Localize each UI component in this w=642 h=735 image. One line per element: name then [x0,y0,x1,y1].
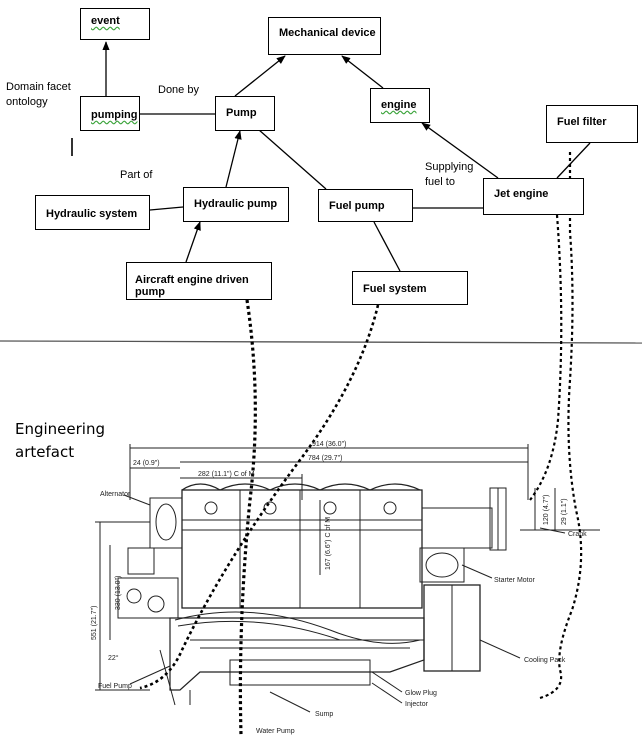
relation-done-by: Done by [158,83,199,98]
ontology-heading-line1: Domain facet [6,80,71,95]
label-crank: Crank [568,531,587,538]
dim-330: 330 (13.0") [115,576,122,610]
edge-fuelpump-pump [250,122,326,189]
relation-supplying-line2: fuel to [425,175,473,190]
dim-29: 29 (1.1") [561,498,568,525]
node-jet-engine: Jet engine [483,178,584,215]
node-mechanical-device: Mechanical device [268,17,381,55]
node-event-label: event [91,15,120,27]
node-hydraulic-pump: Hydraulic pump [183,187,289,222]
relation-supplying: Supplying fuel to [425,160,473,190]
section-separator [0,341,642,343]
node-pumping-label: pumping [91,109,137,121]
edge-hydsystem-hydpump [150,207,183,210]
node-aircraft-engine-driven-pump: Aircraft engine driven pump [126,262,272,300]
edge-jetengine-fuelfilter [557,143,590,178]
link-jet-engine-to-artefact [530,215,561,500]
link-aircraft-pump-to-artefact [240,300,255,735]
node-fuel-system-label: Fuel system [363,283,427,295]
link-fuel-system-to-artefact [140,305,378,688]
artefact-heading-line1: Engineering [15,418,105,441]
edge-hydpump-pump [226,131,240,187]
dim-167: 167 (6.6") C of M [325,517,332,570]
dim-120: 120 (4.7") [543,494,550,525]
node-hydraulic-pump-label: Hydraulic pump [194,198,277,210]
relation-supplying-line1: Supplying [425,160,473,175]
label-starter-motor: Starter Motor [494,577,536,584]
label-water-pump: Water Pump [256,728,295,735]
artefact-heading: Engineering artefact [15,418,105,464]
node-event: event [80,8,150,40]
node-jet-engine-label: Jet engine [494,188,548,200]
node-mechanical-device-label: Mechanical device [279,27,376,39]
edge-engine-mechanical [342,56,383,88]
node-pump: Pump [215,96,275,131]
edge-pump-mechanical [235,56,285,96]
node-hydraulic-system: Hydraulic system [35,195,150,230]
node-pump-label: Pump [226,107,257,119]
label-fuel-pump: Fuel Pump [98,683,132,690]
node-fuel-filter: Fuel filter [546,105,638,143]
dim-784: 784 (29.7") [308,455,342,462]
label-injector: Injector [405,701,429,708]
artefact-heading-line2: artefact [15,441,105,464]
node-engine: engine [370,88,430,123]
label-angle: 22° [108,654,119,662]
node-hydraulic-system-label: Hydraulic system [46,208,137,220]
dim-551: 551 (21.7") [91,606,98,640]
node-fuel-filter-label: Fuel filter [557,116,607,128]
ontology-heading-line2: ontology [6,95,71,110]
label-cooling-pack: Cooling Pack [524,657,566,664]
node-fuel-system: Fuel system [352,271,468,305]
node-fuel-pump-label: Fuel pump [329,200,385,212]
node-pumping: pumping [80,96,140,131]
label-alternator: Alternator [100,491,131,498]
link-fuel-filter-to-artefact [540,152,581,698]
node-fuel-pump: Fuel pump [318,189,413,222]
edge-fuelpump-fuelsystem [374,222,400,271]
dim-282: 282 (11.1") C of M [198,471,255,478]
node-engine-label: engine [381,99,416,111]
dim-overall: 914 (36.0") [312,441,346,448]
node-aircraft-engine-driven-pump-label: Aircraft engine driven pump [135,274,249,298]
dim-24: 24 (0.9") [133,460,160,467]
edge-aircraft-hydpump [186,222,200,262]
label-sump: Sump [315,711,333,718]
ontology-heading: Domain facet ontology [6,80,71,110]
relation-part-of: Part of [120,168,152,183]
label-glow-plug: Glow Plug [405,690,437,697]
